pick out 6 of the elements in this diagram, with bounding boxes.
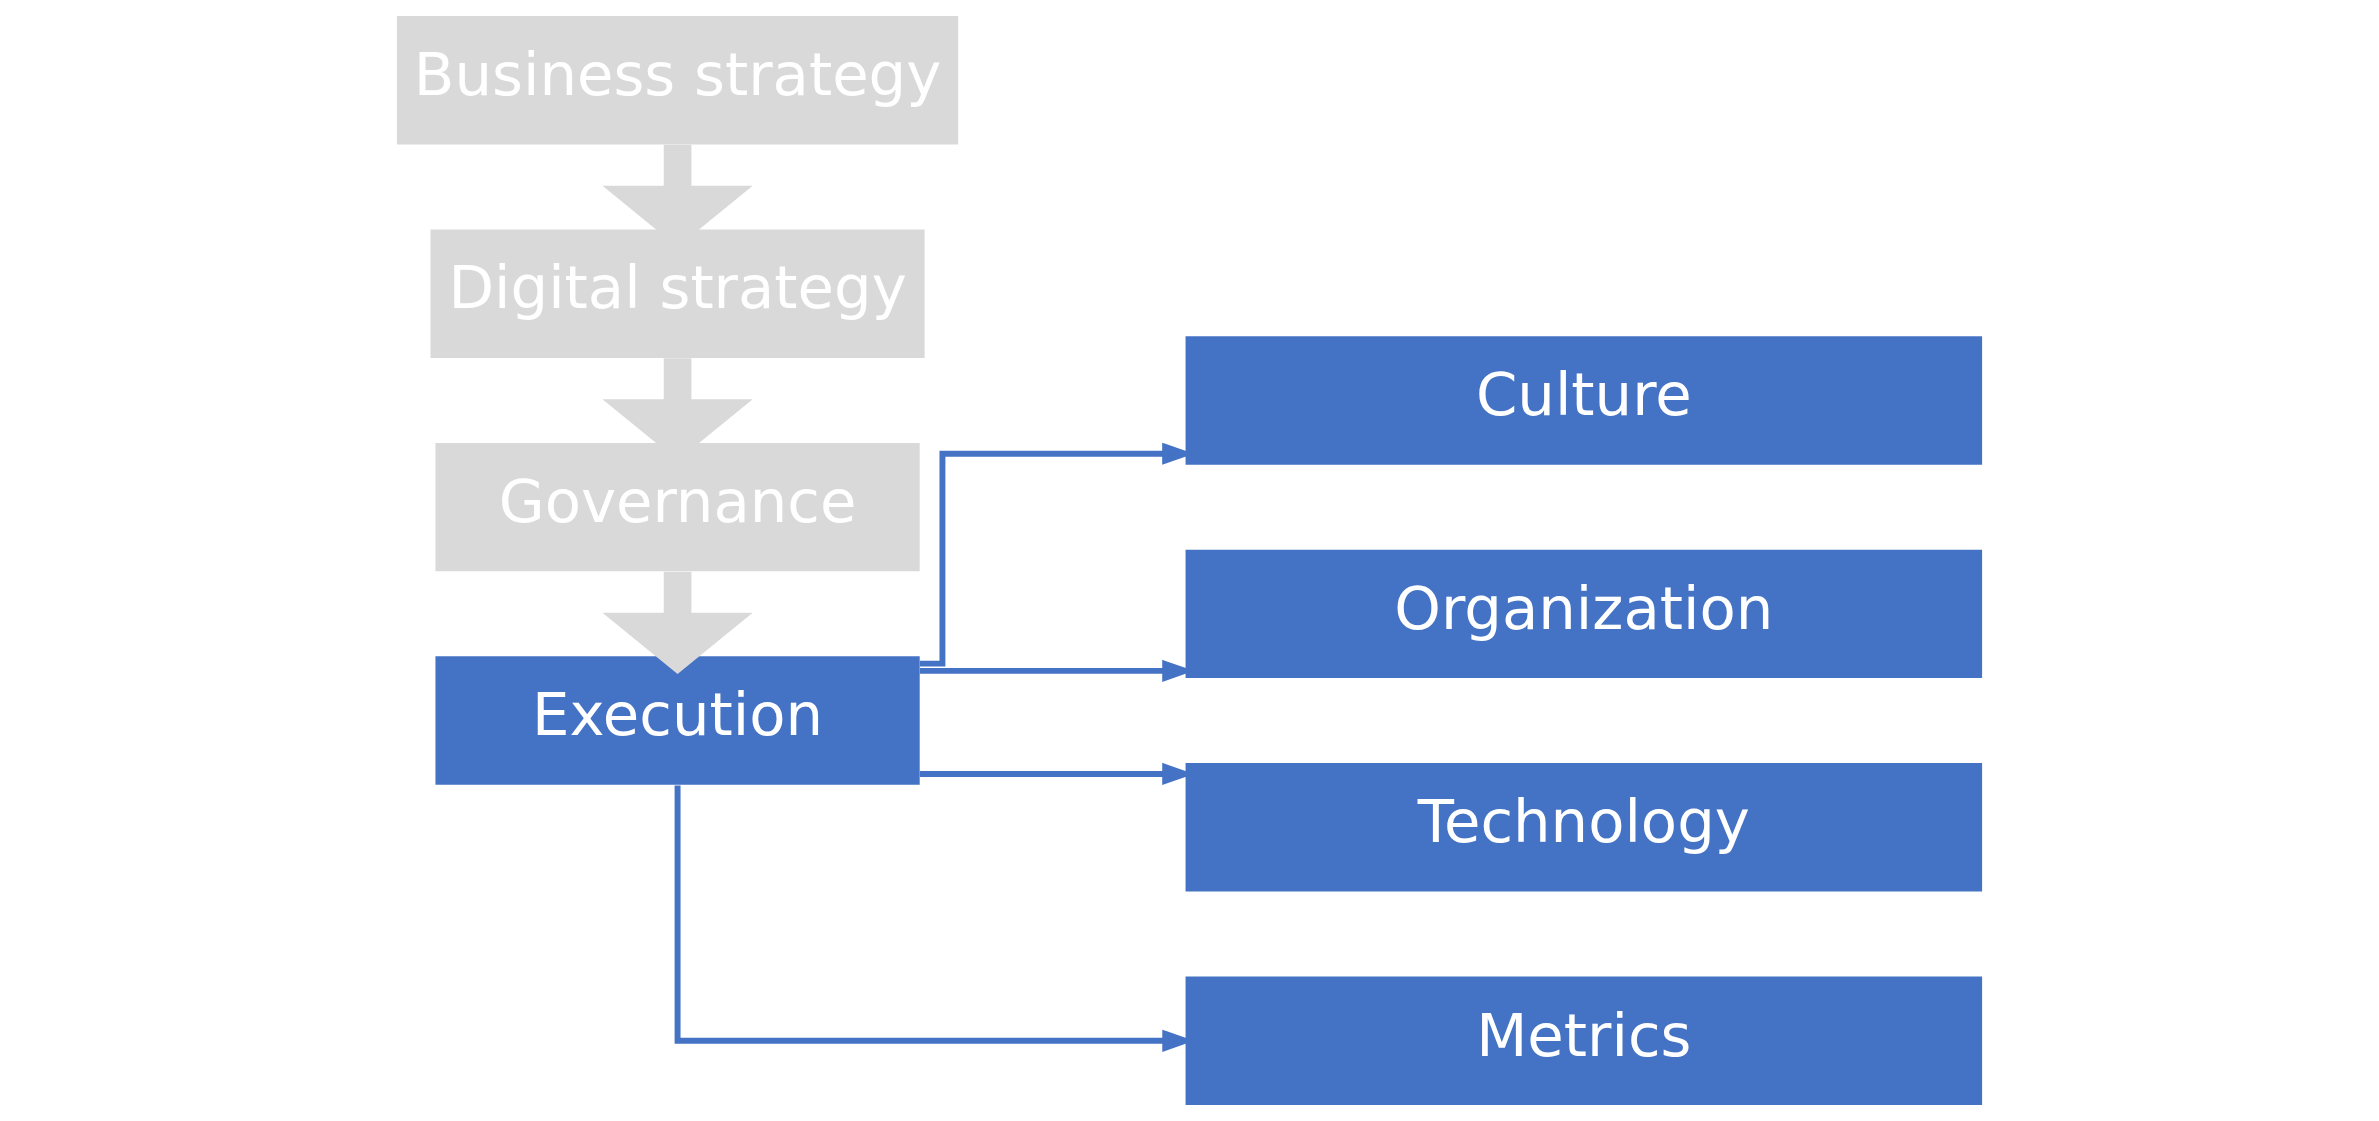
node-box: Organization [1185,549,1983,679]
node-box: Culture [1185,336,1983,465]
node-box: Technology [1185,763,1983,892]
node-box: Execution [435,656,920,785]
arrow [602,571,753,675]
node-box: Metrics [1185,976,1983,1106]
